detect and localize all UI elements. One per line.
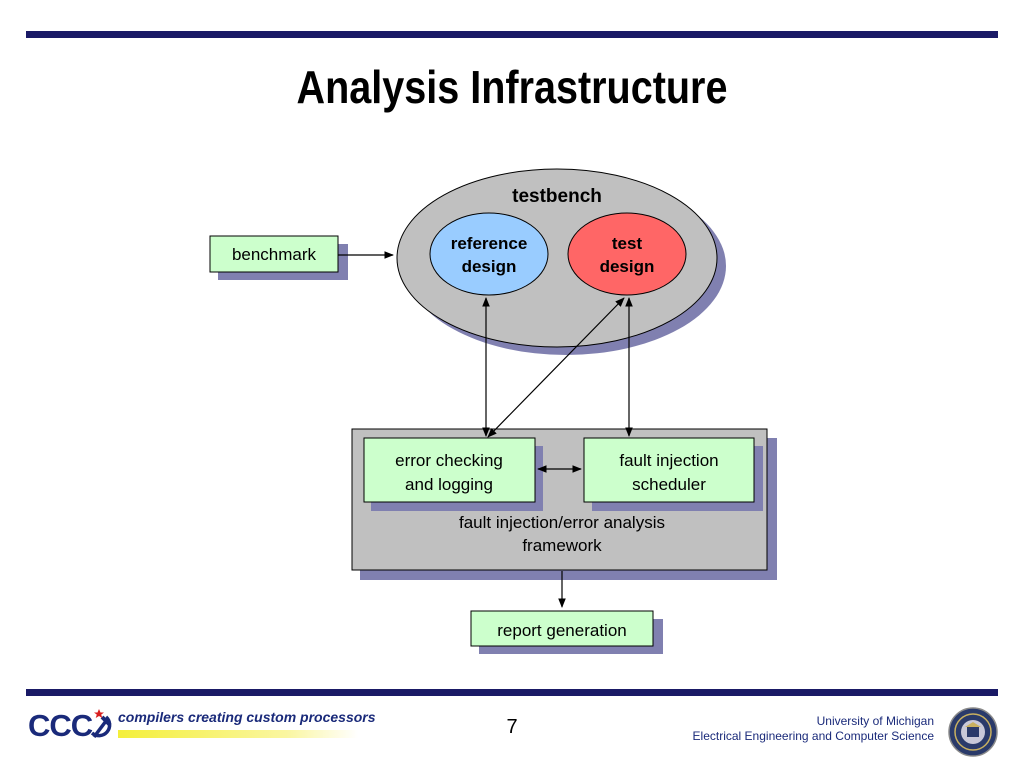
benchmark-box bbox=[209, 235, 339, 273]
university-name: University of Michigan bbox=[816, 714, 934, 728]
fault-scheduler-label-line2: scheduler bbox=[632, 475, 706, 494]
fault-scheduler-label-line1: fault injection bbox=[619, 451, 718, 470]
top-divider-bar bbox=[26, 31, 998, 38]
page-number: 7 bbox=[506, 716, 518, 738]
bottom-divider-bar bbox=[26, 689, 998, 696]
footer-tagline: compilers creating custom processors bbox=[118, 709, 376, 725]
reference-design-node bbox=[429, 212, 549, 296]
reference-design-label-line2: design bbox=[462, 257, 517, 276]
test-design-label-line2: design bbox=[600, 257, 655, 276]
error-checking-label-line2: and logging bbox=[405, 475, 493, 494]
footer-affiliation: University of Michigan Electrical Engine… bbox=[693, 714, 934, 744]
test-design-node bbox=[567, 212, 687, 296]
reference-design-label-line1: reference bbox=[451, 234, 528, 253]
tagline-highlight-bar bbox=[118, 730, 358, 738]
slide-title: Analysis Infrastructure bbox=[296, 61, 728, 113]
test-design-label-line1: test bbox=[612, 234, 643, 253]
framework-label-line1: fault injection/error analysis bbox=[459, 513, 665, 532]
report-box bbox=[470, 610, 654, 647]
test-to-error-checking-arrow bbox=[487, 297, 625, 438]
hammer-sickle-icon bbox=[90, 709, 112, 739]
ccc-logo: CCC bbox=[28, 708, 93, 743]
error-checking-box bbox=[363, 437, 536, 503]
framework-label-line2: framework bbox=[522, 536, 602, 555]
fault-scheduler-box bbox=[583, 437, 755, 503]
university-seal-icon bbox=[948, 707, 998, 757]
error-checking-label-line1: error checking bbox=[395, 451, 503, 470]
benchmark-label: benchmark bbox=[232, 245, 317, 264]
report-label: report generation bbox=[497, 621, 626, 640]
department-name: Electrical Engineering and Computer Scie… bbox=[692, 729, 934, 743]
testbench-label: testbench bbox=[512, 186, 602, 207]
